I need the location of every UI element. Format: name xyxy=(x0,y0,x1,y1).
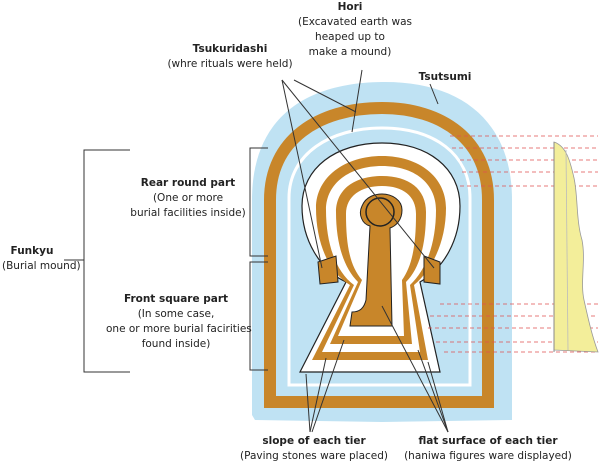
funkyu-title: Funkyu xyxy=(10,245,54,257)
slope-desc-1: (Paving stones ware placed) xyxy=(239,450,389,462)
hori-label: Hori (Excavated earth was heaped up to m… xyxy=(298,0,413,60)
rear-desc-1: (One or more xyxy=(152,192,224,204)
flat-title: flat surface of each tier xyxy=(418,435,558,447)
tsukuridashi-left xyxy=(317,255,339,285)
rear-title: Rear round part xyxy=(140,177,236,189)
front-desc-1: (In some case, xyxy=(137,308,215,320)
leader-lines xyxy=(281,69,449,433)
tsukuridashi-right xyxy=(423,255,441,285)
tsukuridashi-desc-1: (whre rituals were held) xyxy=(167,58,293,70)
hori-desc-3: make a mound) xyxy=(308,46,392,58)
rear-bracket xyxy=(249,147,268,257)
tsukuridashi-title: Tsukuridashi xyxy=(192,43,268,55)
flat-surface-label: flat surface of each tier (haniwa figure… xyxy=(398,434,578,464)
rear-round-part-label: Rear round part (One or more burial faci… xyxy=(130,176,246,221)
slope-label: slope of each tier (Paving stones ware p… xyxy=(234,434,394,464)
funkyu-label: Funkyu (Burial mound) xyxy=(2,244,81,274)
slope-title: slope of each tier xyxy=(262,435,366,447)
tsukuridashi-label: Tsukuridashi (whre rituals were held) xyxy=(160,42,300,72)
tsutsumi-title: Tsutsumi xyxy=(418,71,472,83)
front-title: Front square part xyxy=(123,293,229,305)
tsutsumi-label: Tsutsumi xyxy=(414,70,476,85)
front-square-part-label: Front square part (In some case, one or … xyxy=(106,292,252,352)
front-bracket xyxy=(249,261,268,371)
hori-title: Hori xyxy=(337,1,363,13)
front-desc-2: one or more burial facirities xyxy=(106,323,252,335)
keyhole-round-top xyxy=(365,197,395,227)
front-desc-3: found inside) xyxy=(141,338,211,350)
flat-desc-1: (haniwa figures ware displayed) xyxy=(404,450,572,462)
inner-moat-band xyxy=(287,126,472,387)
hori-desc-2: heaped up to xyxy=(315,31,385,43)
side-profile xyxy=(553,141,599,353)
hori-desc-1: (Excavated earth was xyxy=(298,16,413,28)
funkyu-bracket xyxy=(83,149,130,373)
tier-3-top xyxy=(349,193,403,327)
rear-desc-2: burial facilities inside) xyxy=(130,207,246,219)
tsutsumi-embankment xyxy=(264,101,494,408)
funkyu-desc-1: (Burial mound) xyxy=(2,260,81,272)
side-profile-tier xyxy=(565,149,569,351)
